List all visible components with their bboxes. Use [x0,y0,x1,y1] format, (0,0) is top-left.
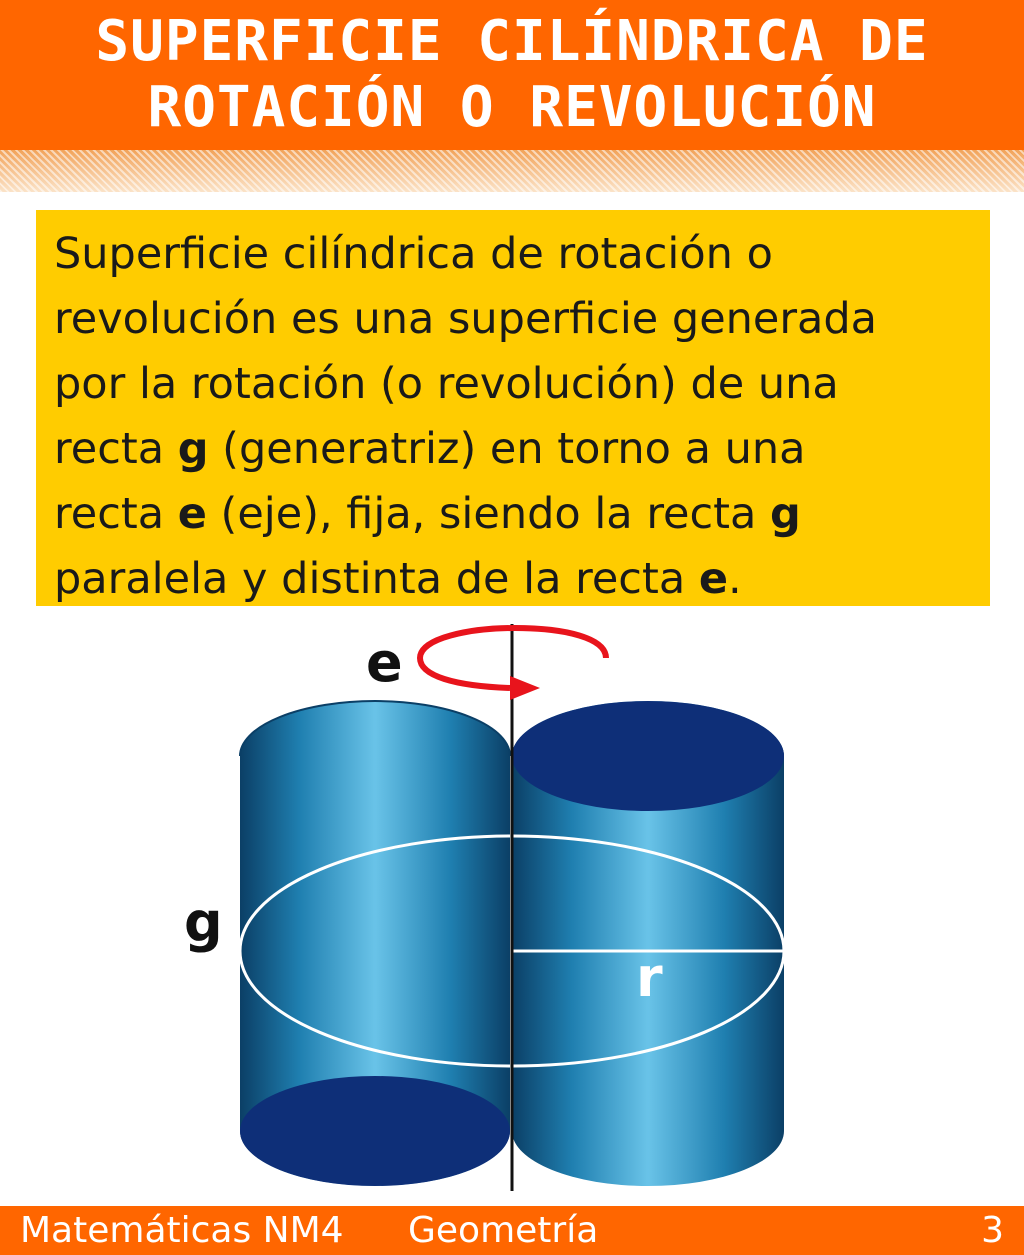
cylinder-svg [238,624,786,1191]
definition-line-3: por la rotación (o revolución) de una [54,359,839,409]
right-cylinder-body [512,701,784,1186]
footer-course: Matemáticas NM4 [20,1210,344,1251]
cylinder-diagram: e g r [0,606,1024,1206]
slide-title-line-1: SUPERFICIE CILÍNDRICA DE [95,9,929,74]
axis-symbol-e: e [177,489,207,539]
generatrix-symbol-g: g [177,424,209,474]
title-bar: SUPERFICIE CILÍNDRICA DE ROTACIÓN O REVO… [0,0,1024,150]
definition-line-2: revolución es una superficie generada [54,294,878,344]
definition-line-6-start: paralela y distinta de la recta [54,554,699,604]
definition-line-5-middle: (eje), fija, siendo la recta [206,489,771,539]
rotation-arrow [416,624,609,691]
right-cylinder-top-cap [512,701,784,811]
generatrix-symbol-g-2: g [770,489,801,539]
radius-label-r: r [636,946,663,1009]
decorative-stripe [0,150,1024,192]
slide-title-line-2: ROTACIÓN O REVOLUCIÓN [147,75,877,140]
rotation-arrowhead [510,676,540,700]
left-cylinder-top-rim [239,700,511,757]
page-number: 3 [981,1210,1004,1251]
definition-line-6-end: . [728,554,742,604]
definition-line-4-start: recta [54,424,178,474]
footer-subject: Geometría [408,1210,599,1251]
definition-line-5-start: recta [54,489,178,539]
generatrix-label-g: g [184,891,223,954]
footer-bar: Matemáticas NM4 Geometría 3 [0,1206,1024,1255]
definition-text: Superficie cilíndrica de rotación o revol… [54,222,976,612]
axis-label-e: e [366,631,403,694]
left-cylinder-bottom-cap [240,1076,510,1186]
axis-symbol-e-2: e [698,554,729,604]
left-cylinder-body [240,701,510,1186]
definition-box: Superficie cilíndrica de rotación o revol… [36,210,990,606]
definition-line-1: Superficie cilíndrica de rotación o [54,229,773,279]
definition-line-4-end: (generatriz) en torno a una [208,424,806,474]
